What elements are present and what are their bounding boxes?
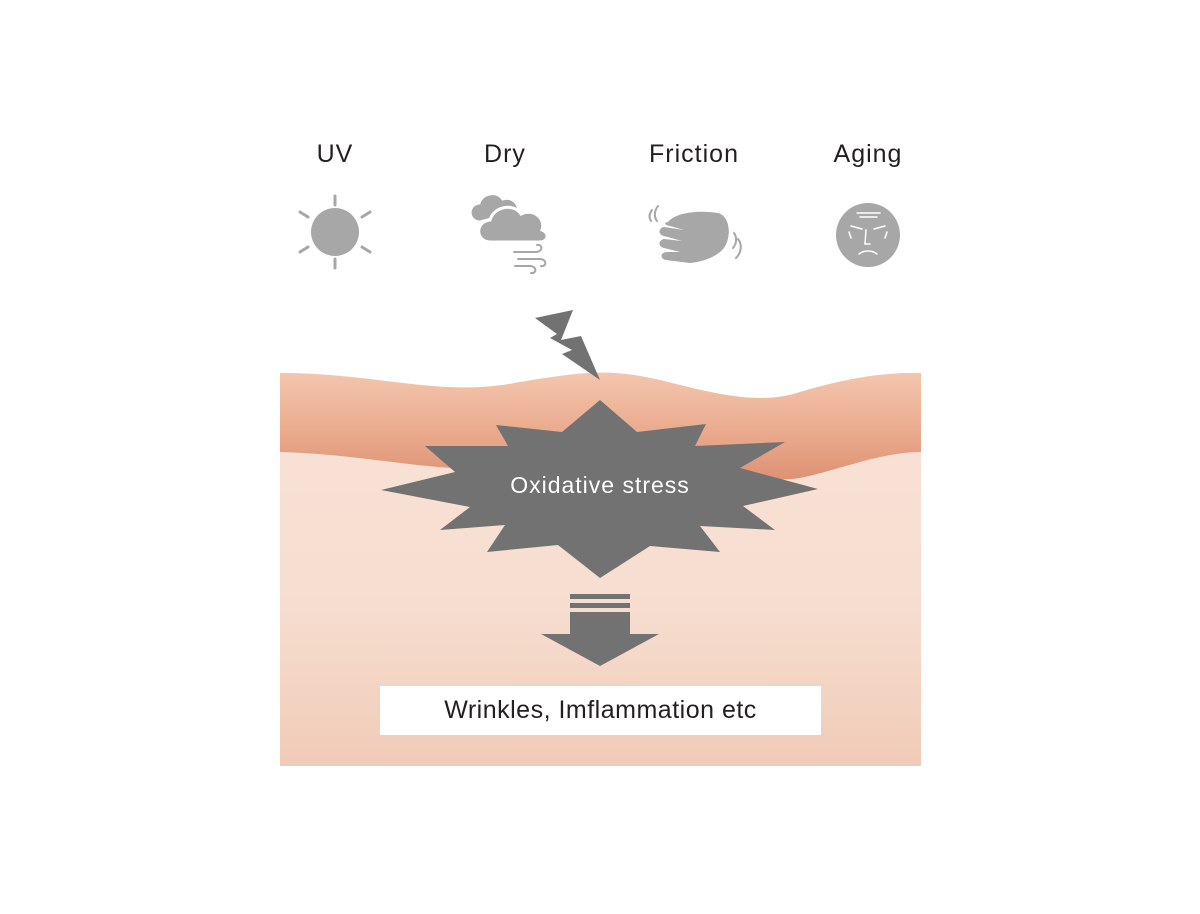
aged-face-icon	[836, 203, 900, 267]
factor-label-aging: Aging	[833, 140, 903, 168]
factor-label-friction: Friction	[649, 140, 739, 168]
factor-label-dry: Dry	[484, 140, 526, 168]
factor-label-uv: UV	[316, 140, 354, 168]
cloud-wind-icon	[468, 192, 549, 275]
result-label: Wrinkles, Imflammation etc	[444, 696, 757, 724]
oxidative-stress-burst	[381, 400, 818, 578]
oxidative-stress-label: Oxidative stress	[510, 472, 690, 498]
sun-icon	[298, 194, 372, 270]
down-arrow-icon	[541, 594, 659, 666]
lightning-bolt-icon	[535, 310, 600, 380]
result-box: Wrinkles, Imflammation etc	[380, 686, 821, 735]
hand-rubbing-icon	[648, 205, 742, 263]
